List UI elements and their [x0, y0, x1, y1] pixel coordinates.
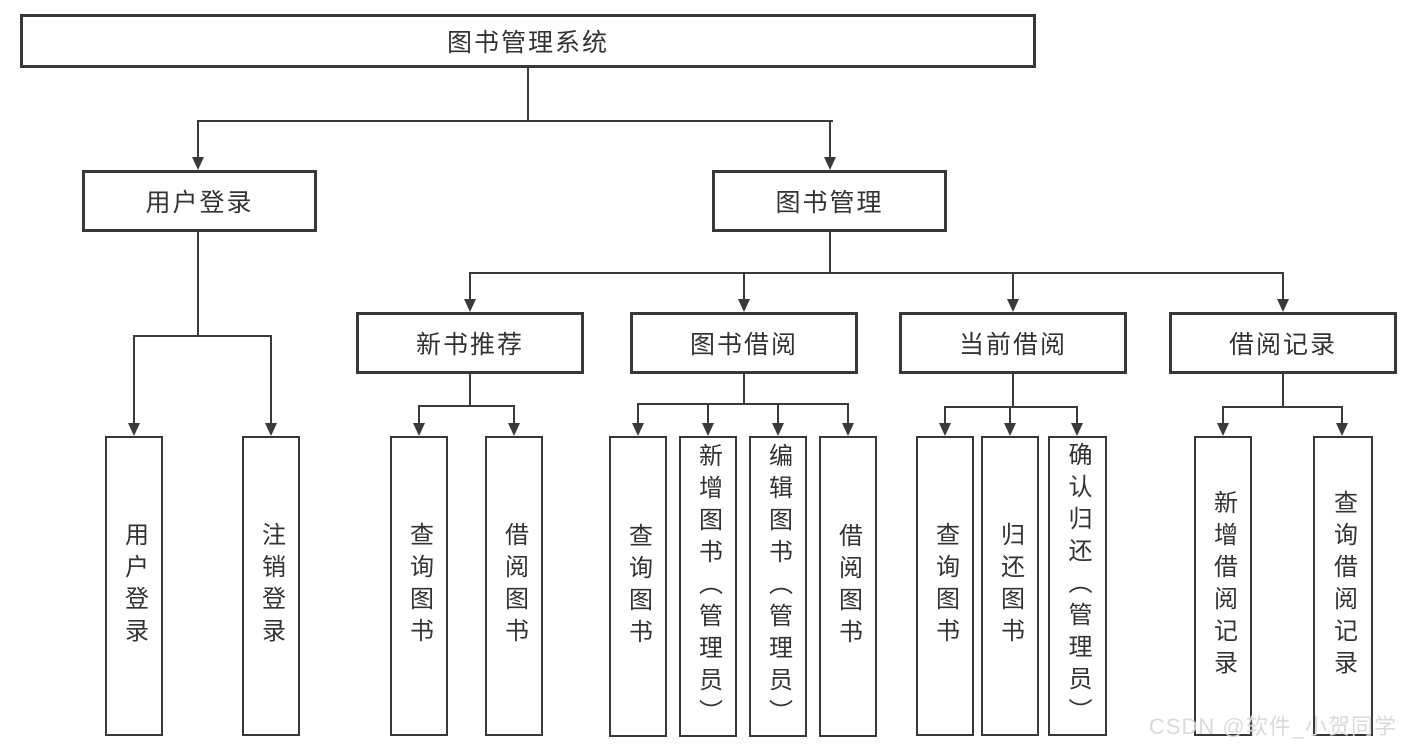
connector-line [1012, 272, 1014, 300]
leaf-logout: 注销登录 [242, 436, 300, 736]
connector-line [527, 68, 529, 120]
connector-line [418, 405, 420, 425]
arrow-down-icon [128, 423, 140, 436]
arrow-down-icon [824, 157, 836, 170]
connector-line [133, 335, 272, 337]
connector-line [1341, 406, 1343, 424]
leaf-user-login: 用户登录 [105, 436, 163, 736]
connector-line [1012, 374, 1014, 406]
connector-line [469, 374, 471, 405]
arrow-down-icon [702, 423, 714, 436]
connector-line [270, 335, 272, 425]
node-book-borrowing: 图书借阅 [630, 312, 858, 374]
leaf-borrow-books-1: 借阅图书 [485, 436, 543, 736]
arrow-down-icon [192, 157, 204, 170]
arrow-down-icon [772, 423, 784, 436]
connector-line [469, 272, 471, 300]
watermark: CSDN @软件_小贺同学 [1148, 714, 1397, 739]
node-new-book-recommendation: 新书推荐 [356, 312, 584, 374]
leaf-query-borrow-record: 查询借阅记录 [1313, 436, 1373, 736]
connector-line [1222, 406, 1224, 424]
arrow-down-icon [632, 423, 644, 436]
connector-line [469, 272, 1284, 274]
connector-line [944, 406, 946, 424]
arrow-down-icon [1336, 423, 1348, 436]
connector-line [637, 403, 849, 405]
connector-line [847, 403, 849, 424]
node-book-management: 图书管理 [712, 170, 947, 232]
connector-line [944, 406, 1078, 408]
leaf-edit-book-admin: 编辑图书（管理员） [749, 436, 807, 737]
leaf-add-borrow-record: 新增借阅记录 [1194, 436, 1252, 736]
arrow-down-icon [464, 299, 476, 312]
arrow-down-icon [1007, 299, 1019, 312]
leaf-query-books-2: 查询图书 [609, 436, 667, 737]
leaf-return-books: 归还图书 [981, 436, 1039, 736]
arrow-down-icon [1277, 299, 1289, 312]
connector-line [637, 403, 639, 424]
arrow-down-icon [413, 423, 425, 436]
connector-line [707, 403, 709, 424]
connector-line [829, 120, 831, 160]
connector-line [829, 232, 831, 272]
node-borrowing-records: 借阅记录 [1169, 312, 1397, 374]
connector-line [777, 403, 779, 424]
arrow-down-icon [842, 423, 854, 436]
connector-line [743, 374, 745, 403]
arrow-down-icon [738, 299, 750, 312]
connector-line [1076, 406, 1078, 424]
leaf-query-books-1: 查询图书 [390, 436, 448, 736]
leaf-add-book-admin: 新增图书（管理员） [679, 436, 737, 737]
connector-line [197, 120, 199, 160]
connector-line [133, 335, 135, 425]
connector-line [1009, 406, 1011, 424]
connector-line [743, 272, 745, 300]
arrow-down-icon [939, 423, 951, 436]
node-library-management-system: 图书管理系统 [20, 14, 1036, 68]
connector-line [197, 232, 199, 335]
arrow-down-icon [508, 423, 520, 436]
connector-line [1282, 272, 1284, 300]
node-user-login: 用户登录 [82, 170, 317, 232]
leaf-borrow-books-2: 借阅图书 [819, 436, 877, 737]
arrow-down-icon [1004, 423, 1016, 436]
connector-line [1282, 374, 1284, 406]
leaf-confirm-return-admin: 确认归还（管理员） [1048, 436, 1107, 736]
node-current-borrowing: 当前借阅 [899, 312, 1127, 374]
connector-line [197, 120, 833, 122]
connector-line [1222, 406, 1343, 408]
arrow-down-icon [265, 423, 277, 436]
leaf-query-books-3: 查询图书 [916, 436, 974, 736]
arrow-down-icon [1217, 423, 1229, 436]
connector-line [513, 405, 515, 425]
connector-line [418, 405, 515, 407]
arrow-down-icon [1071, 423, 1083, 436]
